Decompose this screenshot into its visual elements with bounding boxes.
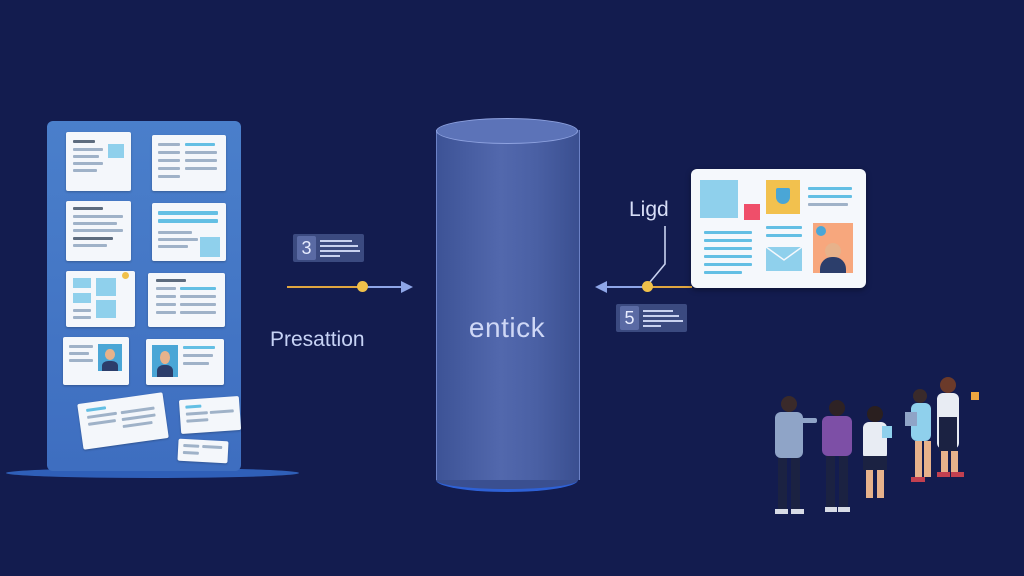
- connector-line: [287, 286, 362, 288]
- connector-line: [604, 286, 644, 288]
- cylinder-label: entick: [468, 312, 546, 343]
- profile-card: [146, 339, 224, 385]
- document-card: [66, 201, 131, 261]
- connector-line: [366, 286, 404, 288]
- person-figure: [822, 400, 852, 512]
- cylinder-top: [436, 118, 578, 144]
- label-leader-line: [649, 226, 666, 288]
- connector-dot: [357, 281, 368, 292]
- document-card: [152, 203, 226, 261]
- avatar-icon: [813, 223, 853, 273]
- arrow-right-icon: [401, 281, 413, 293]
- shield-icon: [766, 180, 800, 214]
- document-card: [66, 132, 131, 191]
- board-shadow: [6, 468, 299, 478]
- database-cylinder: [436, 130, 580, 480]
- avatar-icon: [98, 344, 122, 371]
- avatar-icon: [152, 345, 178, 377]
- step-5-box: 5: [616, 304, 687, 332]
- connector-line: [652, 286, 692, 288]
- people-illustration: [775, 377, 979, 514]
- person-figure: [775, 396, 817, 514]
- dashboard-panel: [691, 169, 866, 288]
- step-3-box: 3: [293, 234, 364, 262]
- connector-dot: [642, 281, 653, 292]
- loose-paper: [177, 438, 229, 464]
- person-figure: [863, 406, 892, 498]
- left-label: Presattion: [270, 328, 365, 351]
- step-number: 5: [620, 306, 639, 330]
- step-number: 3: [297, 236, 316, 260]
- mail-icon: [765, 246, 803, 271]
- profile-card: [63, 337, 129, 385]
- arrow-left-icon: [595, 281, 607, 293]
- loose-paper: [178, 395, 242, 435]
- person-figure: [937, 377, 979, 477]
- step-text-lines: [643, 309, 683, 327]
- person-figure: [905, 389, 931, 482]
- document-card: [148, 273, 225, 327]
- right-label: Ligd: [629, 198, 669, 221]
- document-card: [66, 271, 135, 327]
- document-card: [152, 135, 226, 191]
- step-text-lines: [320, 239, 360, 257]
